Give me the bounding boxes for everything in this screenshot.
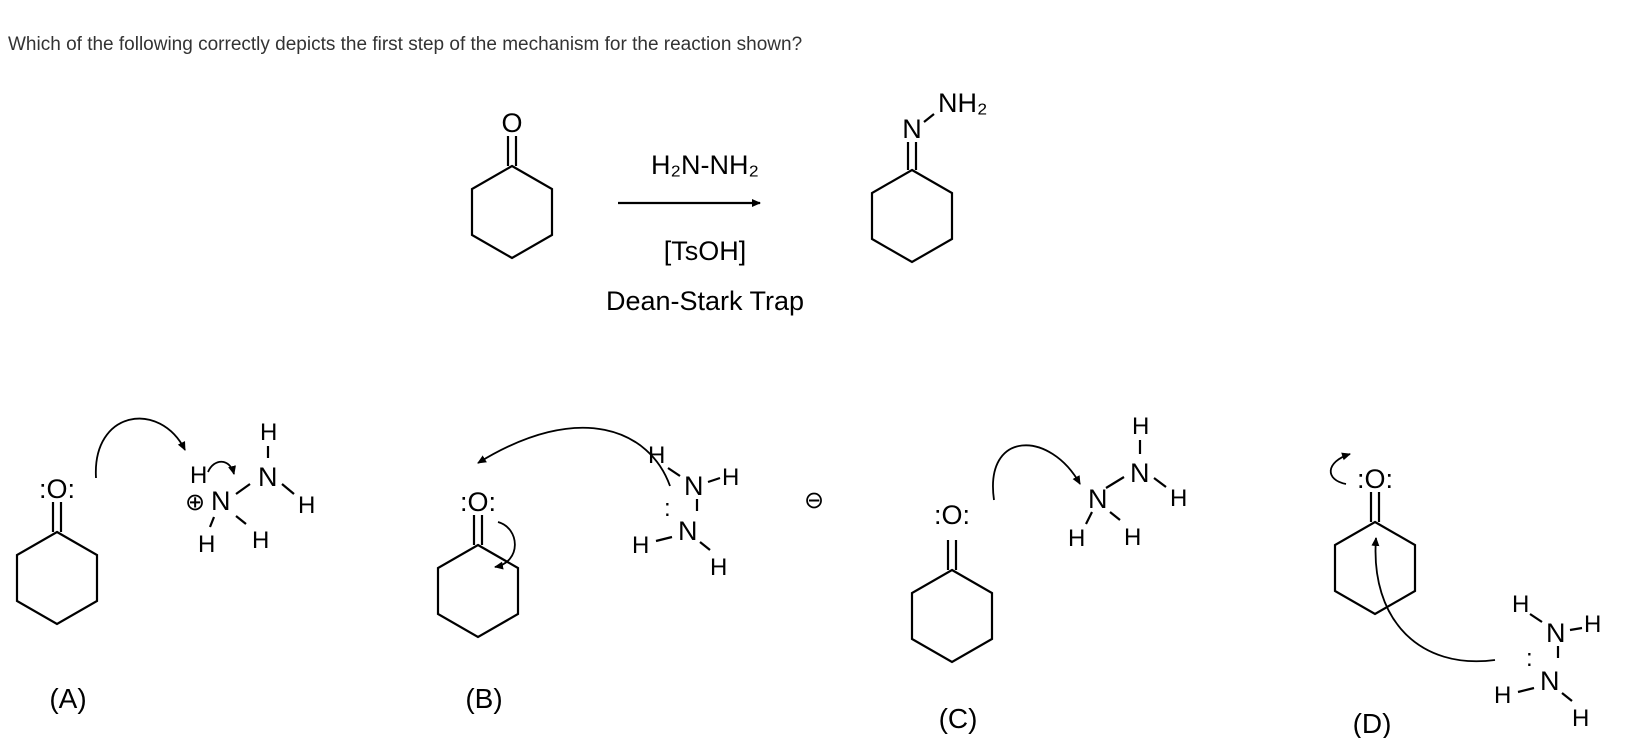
svg-text:H: H xyxy=(1170,485,1187,512)
svg-text:H: H xyxy=(1068,525,1085,552)
option-a[interactable]: :O: H H N H ⊕ N H H (A) xyxy=(15,417,315,714)
svg-text:H: H xyxy=(1584,611,1601,638)
svg-text:N: N xyxy=(211,486,231,516)
svg-text::: : xyxy=(664,495,671,522)
option-c-label: (C) xyxy=(939,703,978,734)
svg-text::: : xyxy=(1526,645,1533,672)
oxygen-d: :O: xyxy=(1357,464,1393,494)
svg-text:H: H xyxy=(710,554,727,581)
option-b[interactable]: :O: H N H : N H H ⊖ (B) xyxy=(436,426,824,714)
reagent-dean-stark: Dean-Stark Trap xyxy=(606,286,804,316)
svg-text:H: H xyxy=(1124,524,1141,551)
svg-text:N: N xyxy=(684,471,704,501)
curved-arrow-c xyxy=(992,444,1081,501)
svg-text:H: H xyxy=(648,442,665,469)
option-d[interactable]: :O: H N H : N H H (D) xyxy=(1329,452,1602,738)
svg-text:H: H xyxy=(1512,591,1529,618)
reagent-hydrazine: H₂N-NH₂ xyxy=(651,150,759,180)
product-hydrazone: N NH₂ xyxy=(870,88,987,264)
svg-text:N: N xyxy=(1088,484,1108,514)
svg-text:H: H xyxy=(190,462,207,489)
curved-arrow-b xyxy=(477,426,671,487)
svg-text:H: H xyxy=(632,532,649,559)
reactant-oxygen: O xyxy=(501,108,522,138)
option-c[interactable]: :O: H N H N H H (C) xyxy=(910,413,1187,734)
oxygen-b: :O: xyxy=(460,487,496,517)
option-a-label: (A) xyxy=(49,683,86,714)
svg-text:H: H xyxy=(722,464,739,491)
option-b-label: (B) xyxy=(465,683,502,714)
svg-text:N: N xyxy=(1540,666,1560,696)
reagent-tsoh: [TsOH] xyxy=(664,236,747,266)
option-d-label: (D) xyxy=(1353,708,1392,738)
svg-text:H: H xyxy=(252,527,269,554)
svg-text:H: H xyxy=(1132,413,1149,440)
svg-text:H: H xyxy=(198,531,215,558)
oxygen-a: :O: xyxy=(39,474,75,504)
svg-text:N: N xyxy=(1130,458,1150,488)
svg-text:H: H xyxy=(298,492,315,519)
question-text: Which of the following correctly depicts… xyxy=(8,34,803,55)
reactant-cyclohexanone: O xyxy=(470,108,554,260)
curved-arrow-a xyxy=(95,417,186,479)
product-nitrogen: N xyxy=(902,114,922,144)
product-nh2: NH₂ xyxy=(938,88,987,118)
svg-text:N: N xyxy=(258,462,278,492)
svg-text:N: N xyxy=(678,516,698,546)
svg-text:H: H xyxy=(260,419,277,446)
svg-text:⊖: ⊖ xyxy=(804,487,824,514)
oxygen-c: :O: xyxy=(934,500,970,530)
svg-text:H: H xyxy=(1572,705,1589,732)
svg-text:H: H xyxy=(1494,682,1511,709)
curved-arrow-d xyxy=(1371,537,1496,663)
svg-text:N: N xyxy=(1546,618,1566,648)
svg-text:⊕: ⊕ xyxy=(185,489,205,516)
